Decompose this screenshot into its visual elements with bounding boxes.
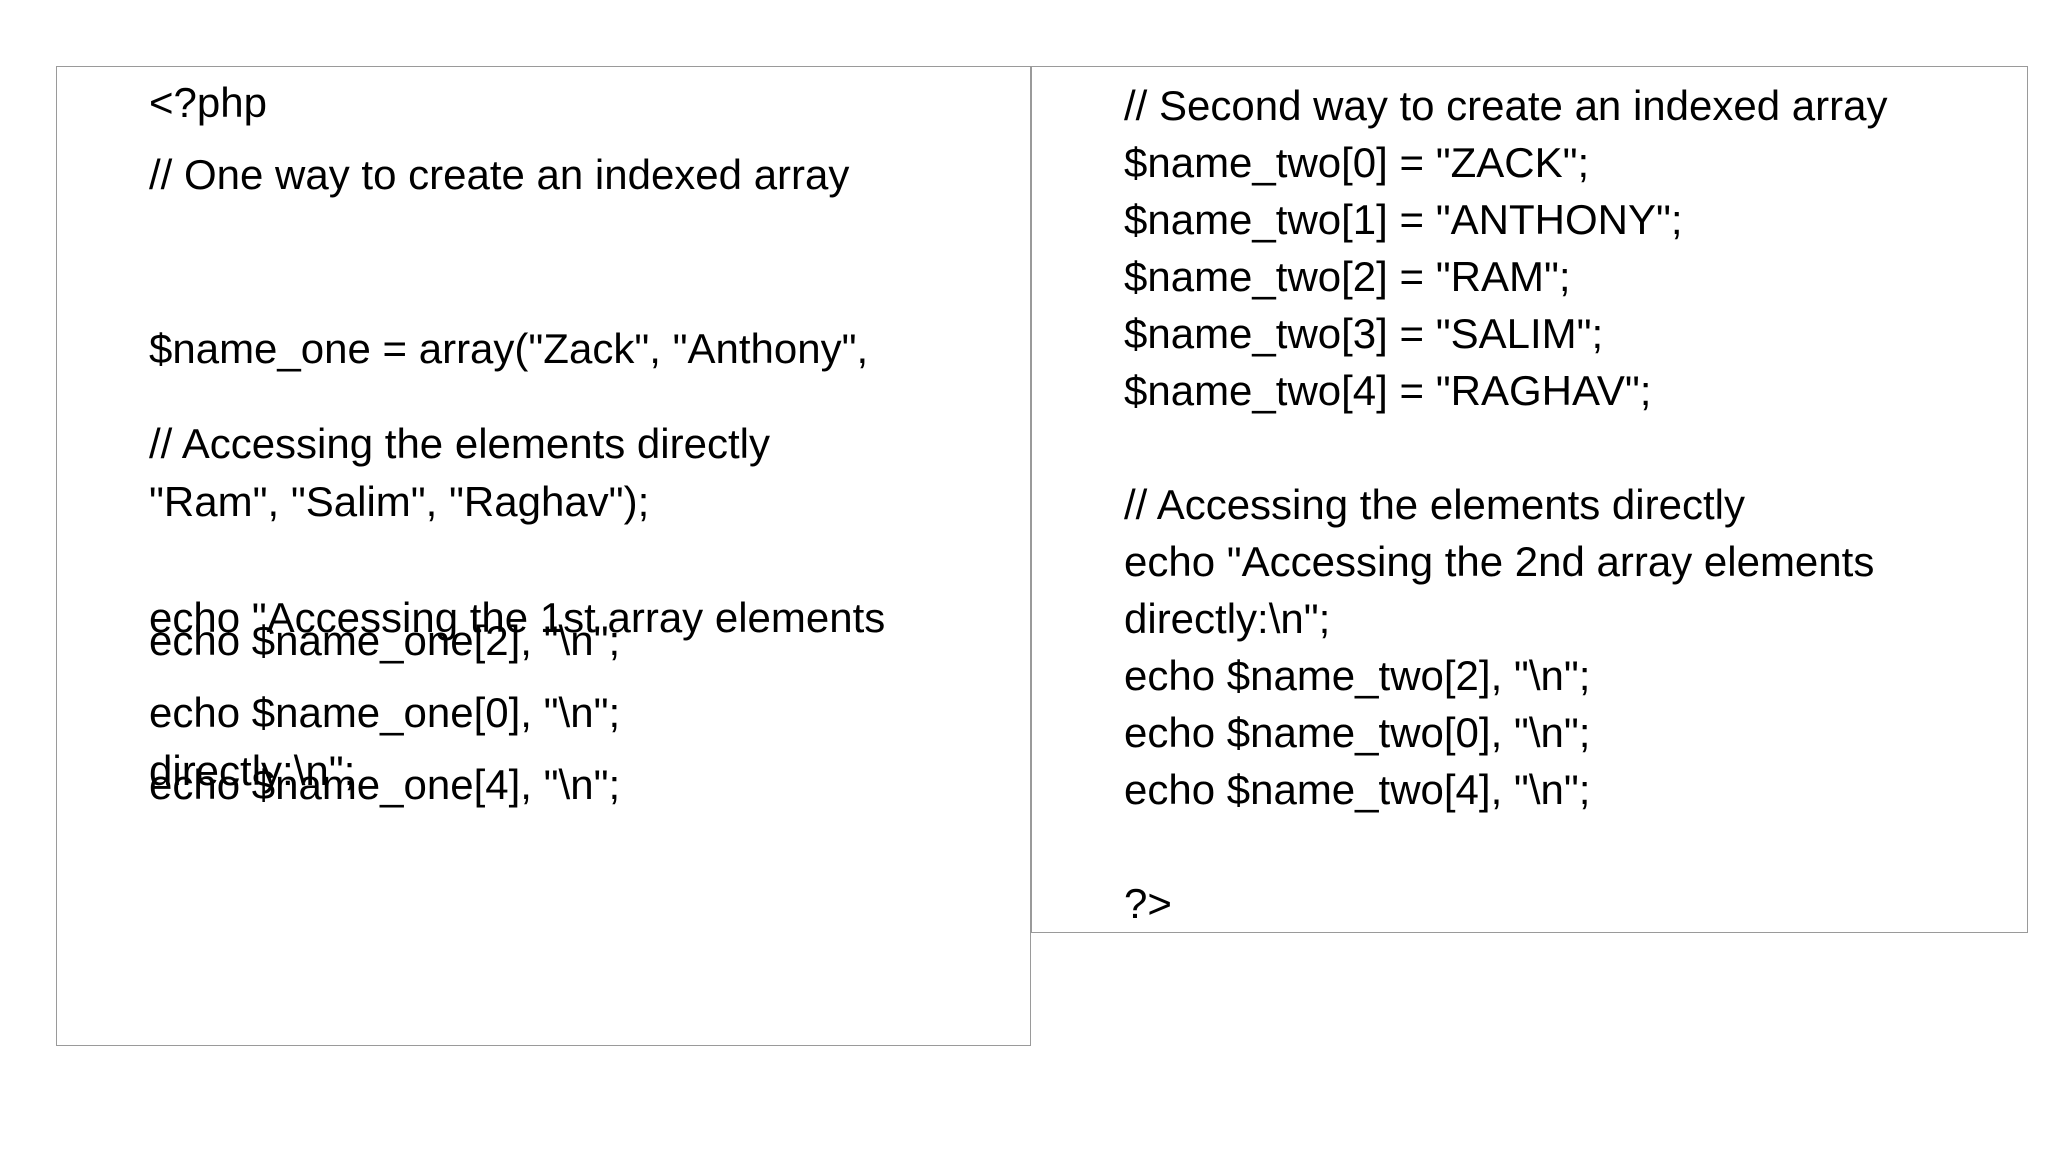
echo-name-two-2: echo $name_two[2], "\n"; [1124,652,1591,699]
php-close-tag: ?> [1124,880,1172,927]
echo-name-one-0: echo $name_one[0], "\n"; [149,689,621,736]
echo-name-one-2: echo $name_one[2], "\n"; [149,617,621,664]
echo-heading-line-2: directly:\n"; [149,747,356,794]
echo-name-one-4: echo $name_one[4], "\n"; [149,761,621,808]
echo-heading-right-line-2: directly:\n"; [1124,595,1331,642]
php-open-tag: <?php [149,79,267,126]
assign-name-two-0: $name_two[0] = "ZACK"; [1124,139,1590,186]
array-declaration: $name_one = array("Zack", "Anthony", "Ra… [149,221,868,629]
left-code-panel: <?php // One way to create an indexed ar… [56,66,1031,1046]
array-declaration-line-2: "Ram", "Salim", "Raghav"); [149,478,650,525]
comment-first-way: // One way to create an indexed array [149,151,850,198]
assign-name-two-3: $name_two[3] = "SALIM"; [1124,310,1604,357]
array-declaration-line-1: $name_one = array("Zack", "Anthony", [149,325,869,372]
comment-accessing-elements: // Accessing the elements directly [149,420,770,467]
assign-name-two-1: $name_two[1] = "ANTHONY"; [1124,196,1683,243]
echo-name-two-0: echo $name_two[0], "\n"; [1124,709,1591,756]
echo-heading-line-1: echo "Accessing the 1st array elements [149,594,886,641]
echo-heading-statement: echo "Accessing the 1st array elements d… [149,490,885,898]
comment-accessing-elements-right: // Accessing the elements directly [1124,481,1745,528]
echo-name-two-4: echo $name_two[4], "\n"; [1124,766,1591,813]
assign-name-two-2: $name_two[2] = "RAM"; [1124,253,1571,300]
right-code-panel: // Second way to create an indexed array… [1031,66,2028,933]
comment-second-way: // Second way to create an indexed array [1124,82,1888,129]
echo-heading-right-line-1: echo "Accessing the 2nd array elements [1124,538,1875,585]
assign-name-two-4: $name_two[4] = "RAGHAV"; [1124,367,1652,414]
